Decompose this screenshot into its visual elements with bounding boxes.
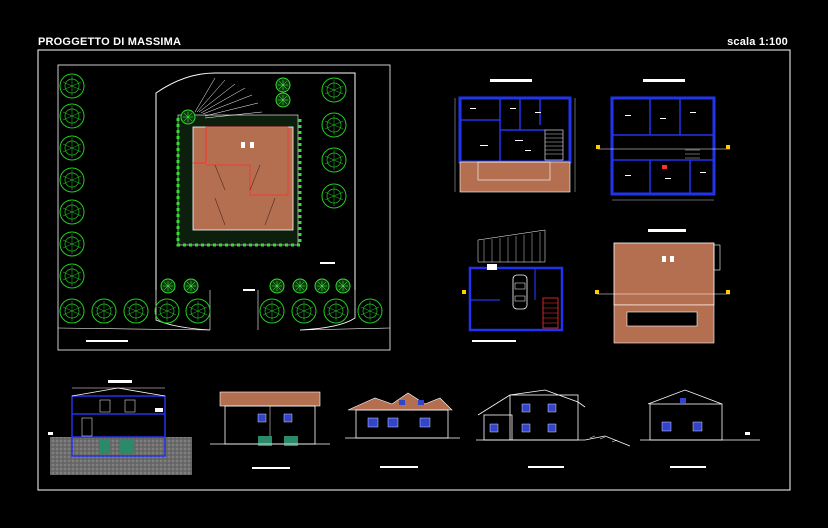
drawing-scale: scala 1:100: [727, 36, 788, 48]
roof-plan: [595, 229, 730, 344]
elevation-north: [640, 389, 760, 468]
site-boundary: [57, 64, 391, 351]
floor-plan-first: [596, 79, 730, 201]
elevation-south: [210, 391, 330, 469]
tree-row-bottom: [59, 298, 383, 324]
site-plan: [57, 64, 391, 351]
tree-row-left: [59, 73, 85, 289]
floor-plan-basement: [462, 229, 564, 342]
elevation-east: [345, 392, 460, 468]
section-a-a: [48, 380, 192, 475]
car-icon: [512, 274, 528, 310]
terrain-fan: [194, 77, 263, 119]
tree-row-right: [321, 77, 347, 209]
drawing-title: PROGGETTO DI MASSIMA: [38, 36, 182, 48]
elevation-west: [476, 389, 631, 468]
floor-plan-ground: [454, 79, 576, 193]
sheet-frame: [37, 49, 791, 491]
lot-boundary: [155, 72, 356, 290]
